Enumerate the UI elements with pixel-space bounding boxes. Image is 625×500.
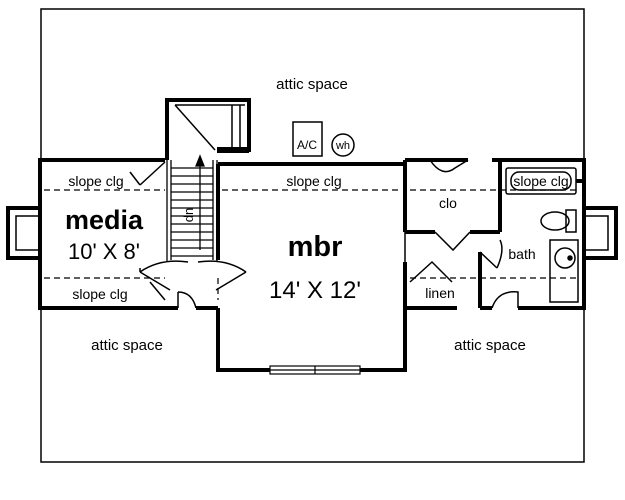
clo-label: clo [439,195,457,211]
wh-label: wh [335,140,350,152]
water-heater [331,133,355,157]
mbr-room-size: 14' X 12' [269,277,361,304]
slope-label-left-bottom: slope clg [72,286,127,302]
dormer-right [584,206,618,260]
toilet [540,209,577,233]
linen-door [409,260,453,283]
right-interior-walls [403,160,502,308]
media-door [177,291,197,309]
ac-label: A/C [297,138,317,152]
slope-label-left-top: slope clg [68,173,123,189]
stair-up-label: up [183,208,198,222]
dormer-left-inner [15,215,41,251]
attic-label-right: attic space [454,337,526,354]
media-room-size: 10' X 8' [68,239,140,264]
linen-label: linen [425,285,455,301]
bathtub [505,167,582,195]
mbr-room-name: mbr [288,231,343,263]
bath-door [479,239,519,309]
stair-arrow [195,154,205,250]
stair-enclosure [165,98,251,160]
bath-label: bath [508,246,535,262]
slope-label-center: slope clg [286,173,341,189]
sink [549,239,579,303]
stair-treads [166,160,218,262]
media-corner [129,161,166,301]
stair-double-door [139,260,247,291]
dormer-left [6,206,40,260]
media-room-name: media [65,205,144,235]
mbr-window [269,365,361,375]
attic-label-top: attic space [276,76,348,93]
ac-unit [292,121,323,157]
attic-label-left: attic space [91,337,163,354]
closet-door [404,159,471,262]
slope-label-right: slope clg [513,173,568,189]
dormer-right-inner [583,215,609,251]
